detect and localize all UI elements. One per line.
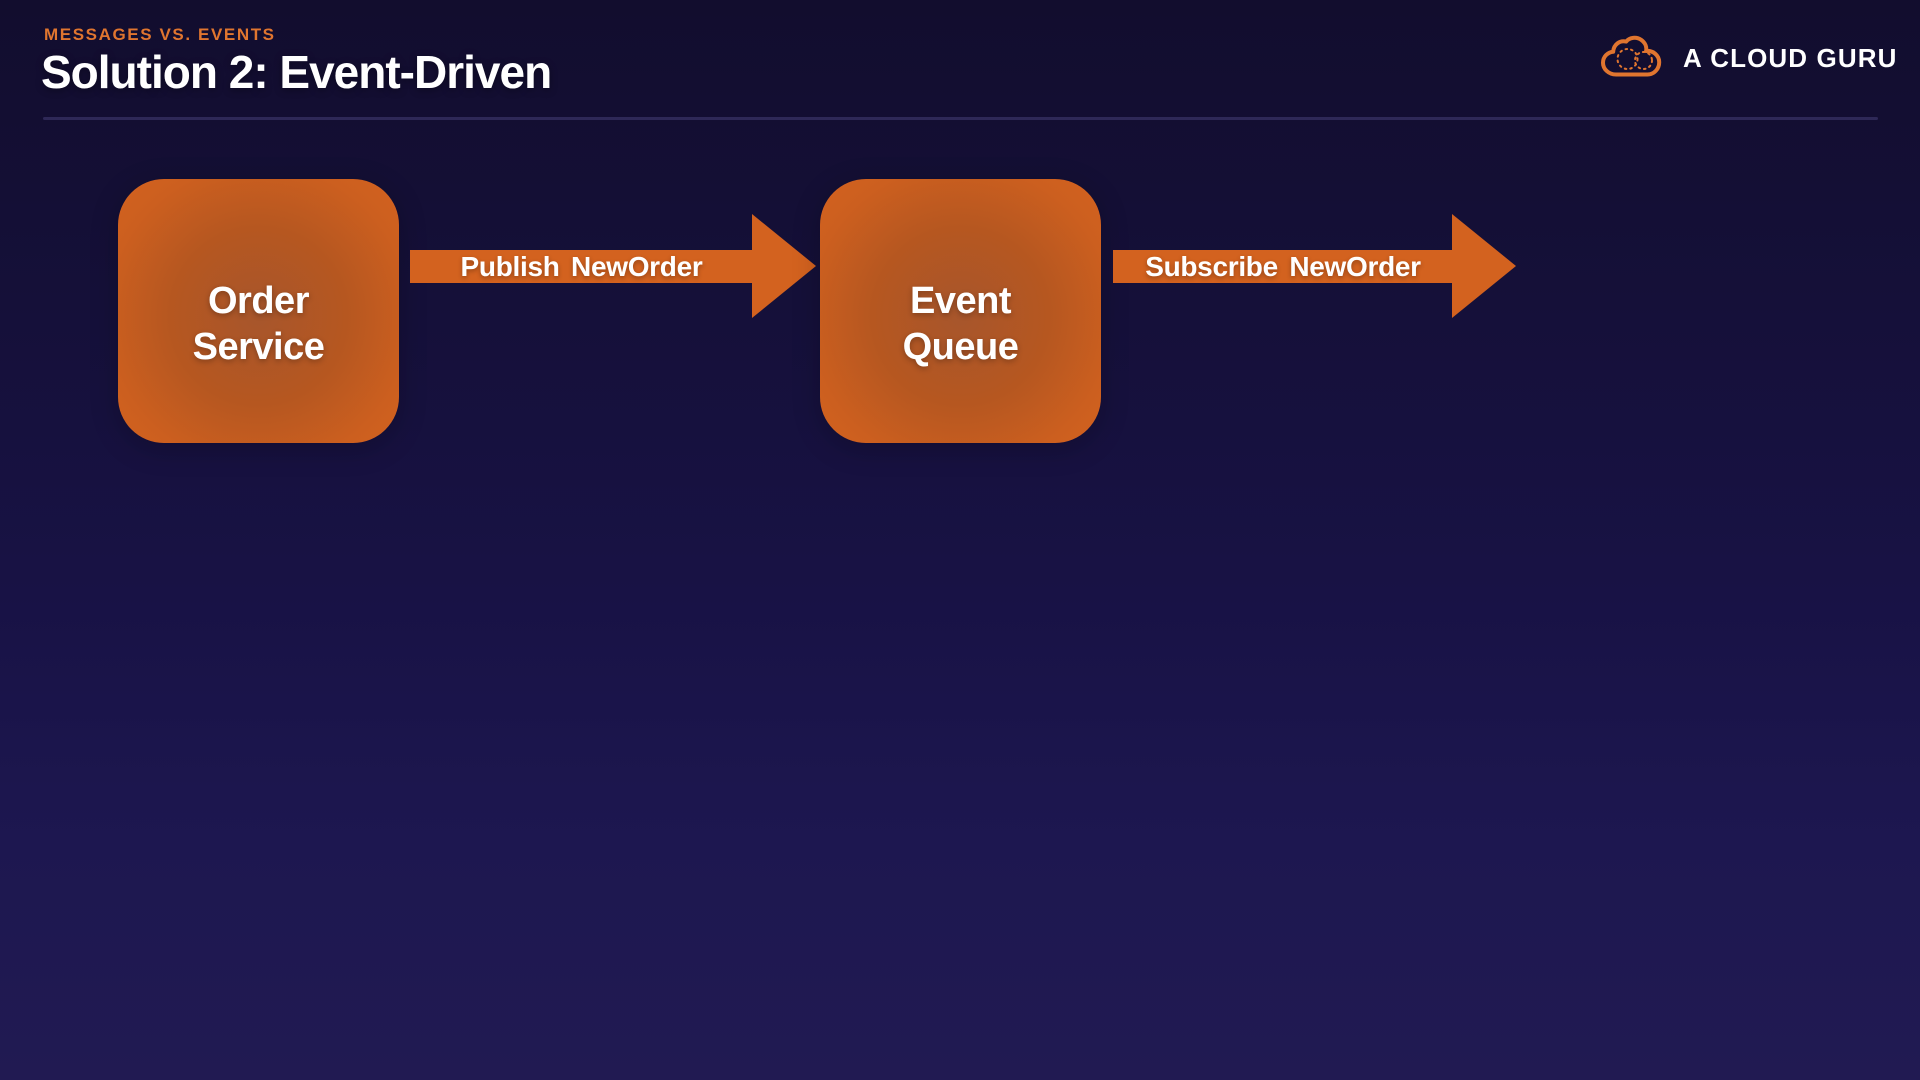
brand-name: A CLOUD GURU [1683,42,1898,73]
cloud-outline-icon [1600,34,1666,82]
publish-arrow-label: Publish NewOrder [460,250,703,282]
node-label-line: Queue [902,326,1019,368]
diagram-node-event-queue: Event Queue [820,179,1101,443]
publish-arrow-bar [410,250,753,283]
publish-arrow-head [752,214,816,318]
subscribe-arrow-head [1452,214,1516,318]
node-label-line: Service [192,326,325,368]
diagram-node-order-service: Order Service [118,179,399,443]
slide-title: Solution 2: Event-Driven [41,46,552,98]
subscribe-arrow-bar [1113,250,1453,283]
subscribe-arrow-label: Subscribe NewOrder [1145,250,1421,282]
node-label-line: Event [910,280,1011,322]
node-label-line: Order [208,280,309,322]
brand-logo: A CLOUD GURU [1600,33,1897,83]
header-divider [43,117,1878,120]
slide-eyebrow: MESSAGES VS. EVENTS [44,25,276,44]
